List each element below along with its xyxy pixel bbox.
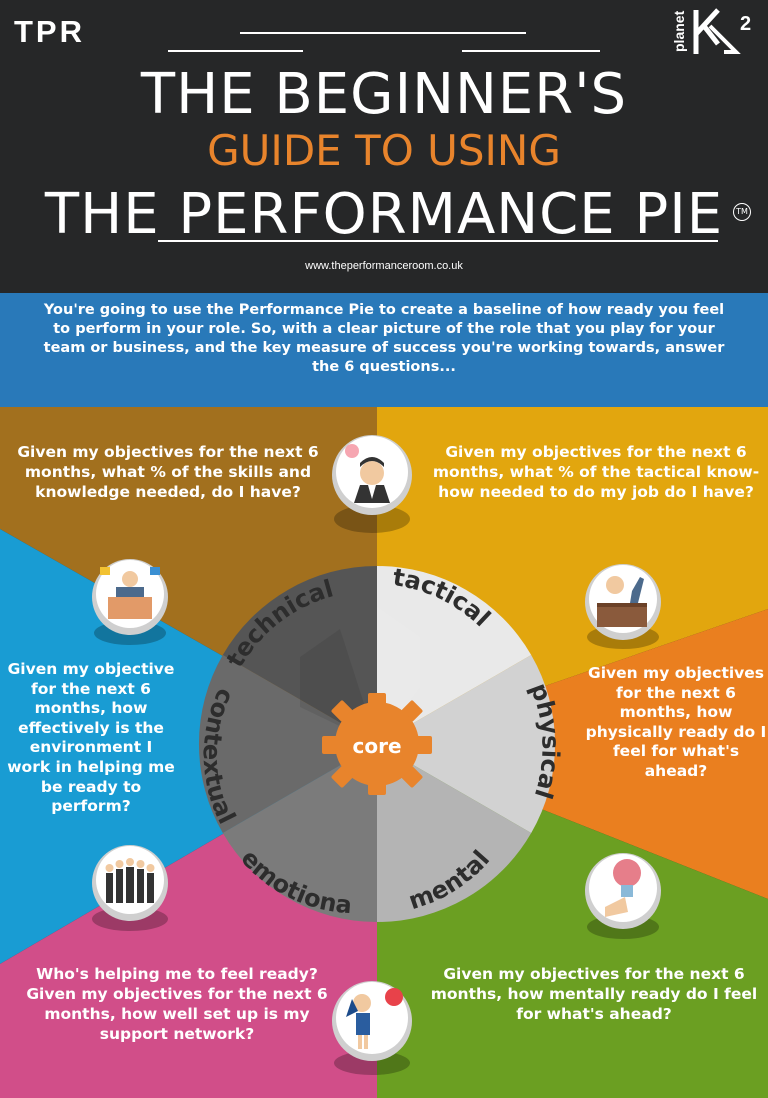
pie-segment-emotional — [222, 744, 377, 922]
question-technical: Given my objectives for the next 6 month… — [17, 443, 319, 501]
title-line-3: THE PERFORMANCE PIE — [44, 182, 724, 247]
title-line-2: GUIDE TO USING — [207, 126, 561, 175]
stressed-woman-icon — [332, 981, 412, 1075]
intro-banner: You're going to use the Performance Pie … — [0, 293, 768, 407]
section-contextual — [0, 529, 377, 964]
businessman-lightbulb-icon — [332, 435, 412, 533]
question-emotional: Who's helping me to feel ready? Given my… — [26, 965, 328, 1043]
intro-text: You're going to use the Performance Pie … — [43, 302, 725, 375]
man-at-desk-icon — [585, 564, 661, 649]
title-line-1: THE BEGINNER'S — [140, 62, 628, 127]
team-group-icon — [92, 845, 168, 931]
brand-logo: TPR — [14, 14, 85, 50]
brand-logo-text: TPR — [14, 14, 85, 49]
question-contextual: Given my objective for the next 6 months… — [7, 660, 175, 816]
performance-pie-graphic: technical tactical physical mental emoti… — [0, 407, 768, 1098]
website-url: www.theperformanceroom.co.uk — [305, 260, 463, 272]
core-gear-icon: core — [322, 693, 432, 795]
partner-logo: planet 2 — [671, 8, 751, 54]
pie-segment-contextual — [198, 655, 377, 833]
header-rule-right — [462, 50, 600, 52]
question-physical: Given my objectives for the next 6 month… — [585, 664, 767, 780]
pie-segment-mental — [377, 744, 532, 922]
core-label: core — [352, 734, 401, 758]
header-rule-top-long — [240, 32, 526, 34]
header-rule-bottom — [158, 240, 718, 242]
pie-segment-physical — [377, 655, 556, 833]
header: TPR planet 2 THE BEGINNER'S GUIDE TO USI… — [0, 0, 768, 293]
brain-lightbulb-icon — [585, 853, 661, 939]
partner-logo-text: planet — [671, 10, 687, 52]
question-mental: Given my objectives for the next 6 month… — [430, 965, 758, 1023]
pie-segment-technical — [222, 566, 377, 744]
trademark-symbol: TM — [733, 203, 751, 221]
pie-segment-tactical — [377, 566, 532, 744]
section-physical — [377, 609, 768, 899]
svg-text:2: 2 — [740, 13, 751, 35]
question-tactical: Given my objectives for the next 6 month… — [432, 443, 760, 501]
multitasking-worker-icon — [92, 559, 168, 645]
header-rule-left — [168, 50, 303, 52]
